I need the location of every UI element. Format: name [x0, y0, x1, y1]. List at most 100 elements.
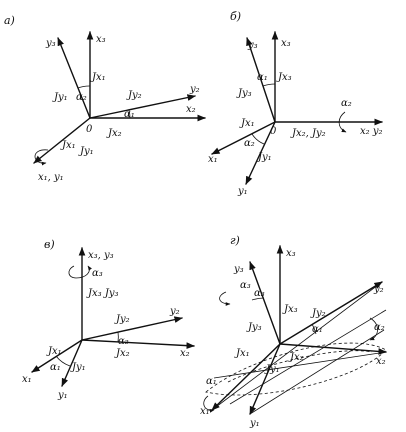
axis-y1	[249, 343, 281, 415]
label-jy2: Jy₂	[114, 314, 130, 325]
label-jx2: Jx₂	[288, 352, 304, 363]
construction-line	[299, 281, 383, 333]
label-x1-y1: x₁, y₁	[38, 172, 64, 183]
angle-arc-alpha2	[77, 85, 91, 89]
label-x2: x₂	[186, 104, 196, 115]
label-jx2: Jx₂	[106, 128, 122, 139]
label-jy1: Jy₁	[70, 362, 86, 373]
label-jx1: Jx₁	[46, 346, 62, 357]
label-jx3: Jx₃	[282, 304, 298, 315]
label-alpha2: α₂	[118, 336, 129, 347]
label-jy1-left: Jy₁	[52, 92, 68, 103]
label-origin: 0	[270, 126, 277, 137]
label-y1: y₁	[57, 390, 68, 401]
label-alpha3-second: α₃	[254, 288, 265, 299]
panel-a: а) y₃ x₃ y₂ x₂ x₁, y₁ Jx₁ Jy₁ Jy₂ Jx₂ Jx…	[4, 14, 206, 183]
label-alpha1: α₁	[124, 109, 135, 120]
label-jx1-bottom: Jx₁	[60, 140, 76, 151]
angle-arc-alpha1	[55, 355, 71, 367]
construction-line	[249, 329, 385, 415]
label-alpha3: α₃	[92, 268, 103, 279]
axis-y1	[245, 121, 276, 185]
label-jx1-top: Jx₁	[90, 72, 106, 83]
label-alpha1: α₁	[312, 324, 323, 335]
label-x1: x₁	[22, 374, 32, 385]
panel-c-label: в)	[44, 238, 55, 251]
label-y2: y₂	[373, 284, 384, 295]
axis-y3	[246, 37, 276, 123]
label-alpha2: α₂	[76, 92, 87, 103]
label-x1: x₁	[200, 406, 210, 417]
label-alpha2: α₂	[374, 322, 385, 333]
panel-b: б) y₃ x₃ x₂ y₂ x₁ y₁ Jx₃ Jy₃ Jx₁ Jy₁ Jx₂…	[208, 10, 383, 197]
angle-arc-alpha1	[128, 109, 131, 119]
rotation-arrow-alpha2	[369, 317, 378, 341]
construction-line	[229, 309, 387, 405]
panel-c: в) x₃, y₃ y₂ x₂ x₁ y₁ Jx₃ Jy₃ Jy₂ Jx₂ Jx…	[22, 238, 195, 401]
label-jy1: Jy₁	[256, 152, 272, 163]
axis-y1	[61, 339, 83, 387]
label-jy3: Jy₃	[236, 88, 252, 99]
panel-b-label: б)	[230, 10, 241, 23]
label-x3: x₃	[96, 34, 106, 45]
label-jy3: Jy₃	[246, 322, 262, 333]
rotation-arrow-x1	[34, 149, 49, 166]
label-jx1: Jx₁	[234, 348, 250, 359]
label-jx2: Jx₂	[114, 348, 130, 359]
panel-d: г) x₃ y₃ y₂ x₂ x₁ y₁ Jx₃ Jy₃ Jy₂ Jx₂ Jx₁…	[200, 234, 387, 429]
angle-arc-alpha3	[251, 297, 265, 301]
rotation-arrow-alpha3	[219, 291, 231, 306]
axis-x1	[211, 121, 276, 155]
axis-x2	[81, 339, 195, 349]
angle-arc-alpha1	[262, 83, 276, 87]
label-alpha2: α₂	[244, 138, 255, 149]
axis-y3	[249, 261, 281, 345]
label-y2: y₂	[169, 306, 180, 317]
label-origin: 0	[86, 124, 93, 135]
label-jy1: Jy₁	[264, 364, 280, 375]
rotation-arrow-alpha1	[203, 395, 215, 413]
label-y3: y₃	[233, 264, 244, 275]
angle-arc-alpha1	[311, 323, 317, 335]
axis-x1	[31, 339, 83, 373]
label-x1: x₁	[208, 154, 218, 165]
axis-x1	[211, 343, 281, 411]
construction-line	[213, 351, 387, 379]
projection-ellipse	[205, 342, 387, 396]
axis-y2	[89, 94, 196, 119]
label-x3: x₃	[286, 248, 296, 259]
label-x3-y3: x₃, y₃	[88, 250, 114, 261]
panel-d-label: г)	[230, 234, 240, 247]
label-x2: x₂	[180, 348, 190, 359]
label-y2: y₂	[189, 84, 200, 95]
label-jy2: Jy₂	[126, 90, 142, 101]
label-alpha2-rotation: α₂	[341, 98, 352, 109]
projection-ellipse-inner	[227, 350, 373, 383]
panel-a-label: а)	[4, 14, 15, 27]
label-x2: x₂	[376, 356, 386, 367]
label-y3: y₃	[247, 40, 258, 51]
label-jx2-jy2: Jx₂, Jy₂	[290, 128, 326, 139]
label-alpha1: α₁	[257, 72, 268, 83]
label-jx3-jy3: Jx₃ Jy₃	[86, 288, 119, 299]
label-jx1: Jx₁	[239, 118, 255, 129]
angle-arc-alpha2	[251, 133, 265, 145]
rotation-arrow-x2	[338, 111, 347, 133]
label-x2-y2: x₂ y₂	[360, 126, 383, 137]
label-jy1-bottom: Jy₁	[78, 146, 94, 157]
label-y1: y₁	[249, 418, 260, 429]
axis-y2	[81, 316, 183, 341]
label-jy2: Jy₂	[310, 308, 326, 319]
label-jx3: Jx₃	[276, 72, 292, 83]
construction-line	[211, 281, 383, 411]
label-x3: x₃	[281, 38, 291, 49]
axis-x1-y1	[33, 117, 91, 164]
rotation-arrow-x3	[68, 265, 92, 279]
label-y3: y₃	[45, 38, 56, 49]
label-alpha1: α₁	[50, 362, 61, 373]
label-y1: y₁	[237, 186, 248, 197]
axis-y3	[57, 37, 91, 119]
label-alpha1-rotation: α₁	[206, 376, 217, 387]
label-alpha3: α₃	[240, 280, 251, 291]
